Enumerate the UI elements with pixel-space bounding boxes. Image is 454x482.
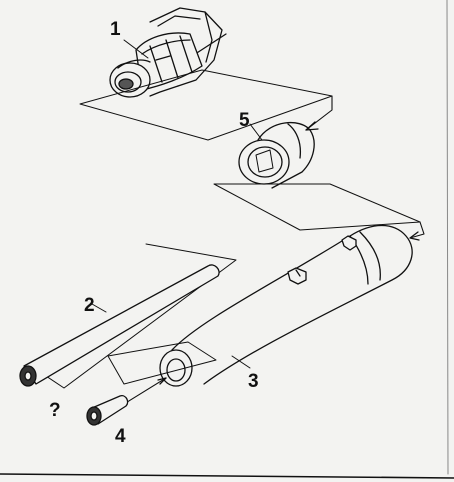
page-right-edge <box>446 0 449 475</box>
pointer-2 <box>91 303 107 313</box>
callout-part-4: 4 <box>115 426 126 447</box>
pointer-3 <box>231 355 251 369</box>
arrow-to-part-3 <box>409 221 425 239</box>
page-bottom-edge <box>0 473 454 479</box>
part-3-pod <box>159 224 413 387</box>
projection-plane-5 <box>213 183 421 231</box>
callout-part-5: 5 <box>239 110 250 131</box>
projection-plane-4 <box>107 341 217 385</box>
callout-unknown-part: ? <box>49 400 61 421</box>
pointer-5 <box>249 123 263 141</box>
callout-part-1: 1 <box>110 19 121 40</box>
arrow-to-part-5 <box>305 95 333 131</box>
part-4-tube <box>86 395 129 426</box>
arrow-to-part-3-nose <box>123 377 167 405</box>
callout-part-2: 2 <box>84 295 95 316</box>
part-5-ring <box>238 121 315 189</box>
part-1-assembly <box>109 7 227 98</box>
part-2-tube <box>19 264 220 387</box>
callout-part-3: 3 <box>248 371 259 392</box>
